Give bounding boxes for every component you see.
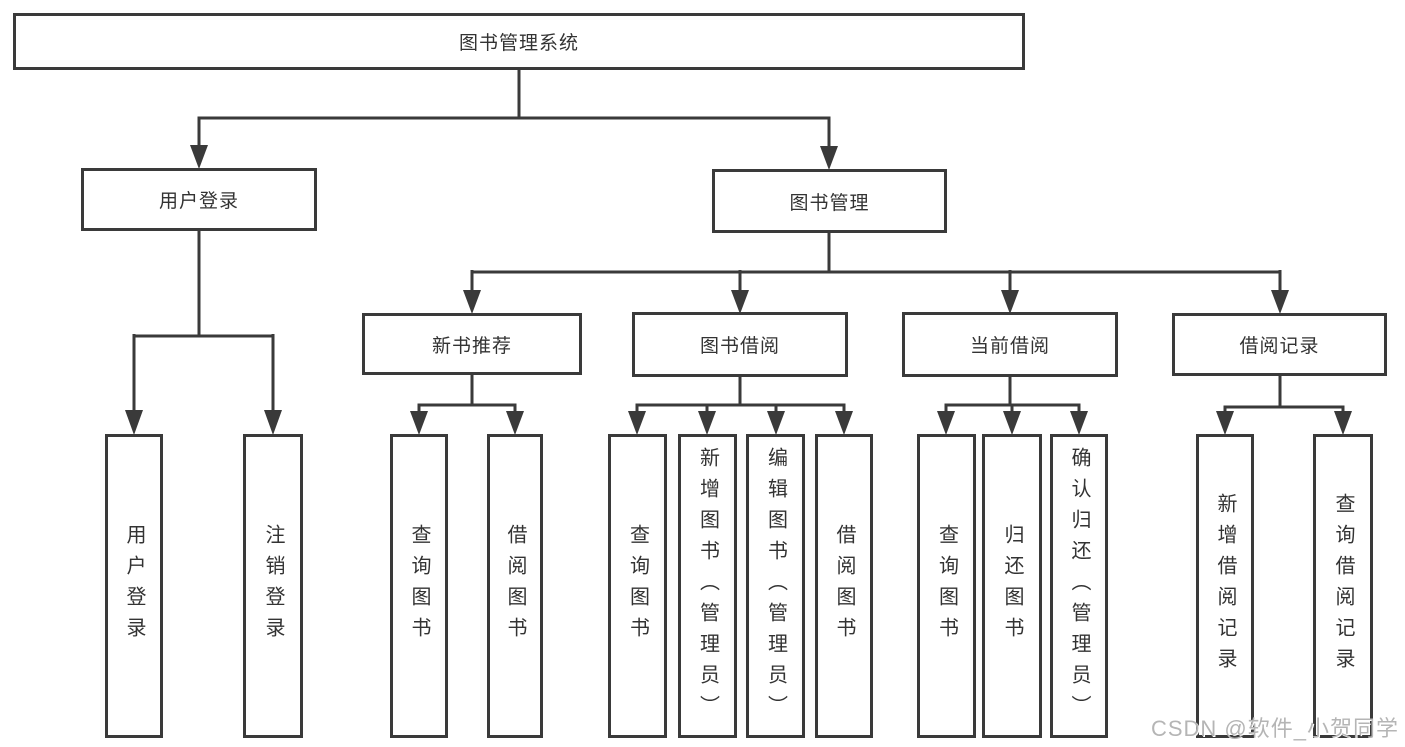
leaf-add-borrow-record: 新增借阅记录 <box>1196 434 1254 738</box>
node-root: 图书管理系统 <box>13 13 1025 70</box>
leaf-borrow-book: 借阅图书 <box>815 434 873 738</box>
node-current-borrow: 当前借阅 <box>902 312 1118 377</box>
leaf-logout: 注销登录 <box>243 434 303 738</box>
leaf-edit-book-admin: 编辑图书（管理员） <box>746 434 805 738</box>
leaf-query-borrow-record: 查询借阅记录 <box>1313 434 1373 738</box>
leaf-borrow-book-recommend: 借阅图书 <box>487 434 543 738</box>
node-user-login: 用户登录 <box>81 168 317 231</box>
leaf-query-book-recommend: 查询图书 <box>390 434 448 738</box>
leaf-add-book-admin: 新增图书（管理员） <box>678 434 737 738</box>
leaf-user-login: 用户登录 <box>105 434 163 738</box>
leaf-confirm-return-admin: 确认归还（管理员） <box>1050 434 1108 738</box>
leaf-query-book-current: 查询图书 <box>917 434 976 738</box>
leaf-query-book-borrow: 查询图书 <box>608 434 667 738</box>
node-borrow-record: 借阅记录 <box>1172 313 1387 376</box>
node-new-book-recommend: 新书推荐 <box>362 313 582 375</box>
leaf-return-book: 归还图书 <box>982 434 1042 738</box>
node-book-borrow: 图书借阅 <box>632 312 848 377</box>
node-book-management: 图书管理 <box>712 169 947 233</box>
arrowheads <box>125 145 1352 435</box>
